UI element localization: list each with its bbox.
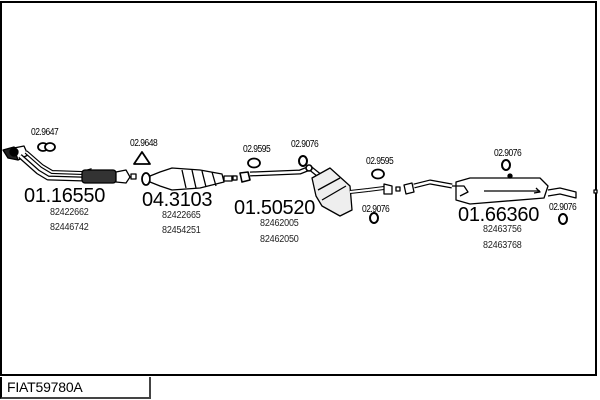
accessory-ref-label: 02.9595 [243,144,271,155]
accessory-ref-label: 02.9076 [362,204,390,215]
rubber-mount-icon [501,159,511,171]
accessory-ref-label: 02.9647 [31,127,59,138]
part-number: 01.66360 [458,204,540,226]
diagram-code-label: FIAT59780A [7,379,83,395]
part-number: 01.50520 [234,197,316,219]
accessory-ref-label: 02.9076 [291,139,319,150]
accessory-ref-label: 02.9076 [494,148,522,159]
oem-number: 82454251 [162,225,201,236]
front-pipe-shape [2,145,131,184]
oem-number: 82463756 [483,224,522,235]
rubber-mount-icon [369,212,379,224]
diagram-frame [0,1,597,376]
rubber-mount-icon [558,213,568,225]
gasket-double-ring-icon [37,142,56,152]
accessory-ref-label: 02.9595 [366,156,394,167]
oem-number: 82422662 [50,207,89,218]
oem-number: 82446742 [50,222,89,233]
gasket-ring-icon [371,168,385,180]
oem-number: 82462050 [260,234,299,245]
oem-number: 82422665 [162,210,201,221]
gasket-ring-icon [247,157,261,169]
oem-number: 82463768 [483,240,522,251]
oem-number: 82462005 [260,218,299,229]
centre-silencer-shape [232,164,369,217]
intermediate-pipe-shape [367,179,453,195]
rubber-mount-icon [298,155,308,167]
diagram-code-box: FIAT59780A [0,377,151,399]
gasket-triangle-icon [133,151,151,165]
part-number: 04.3103 [142,189,213,211]
rear-silencer-shape [452,173,598,205]
accessory-ref-label: 02.9648 [130,138,158,149]
clamp-icon [130,173,137,180]
accessory-ref-label: 02.9076 [549,202,577,213]
catalytic-converter-shape [141,167,237,191]
part-number: 01.16550 [24,185,106,207]
